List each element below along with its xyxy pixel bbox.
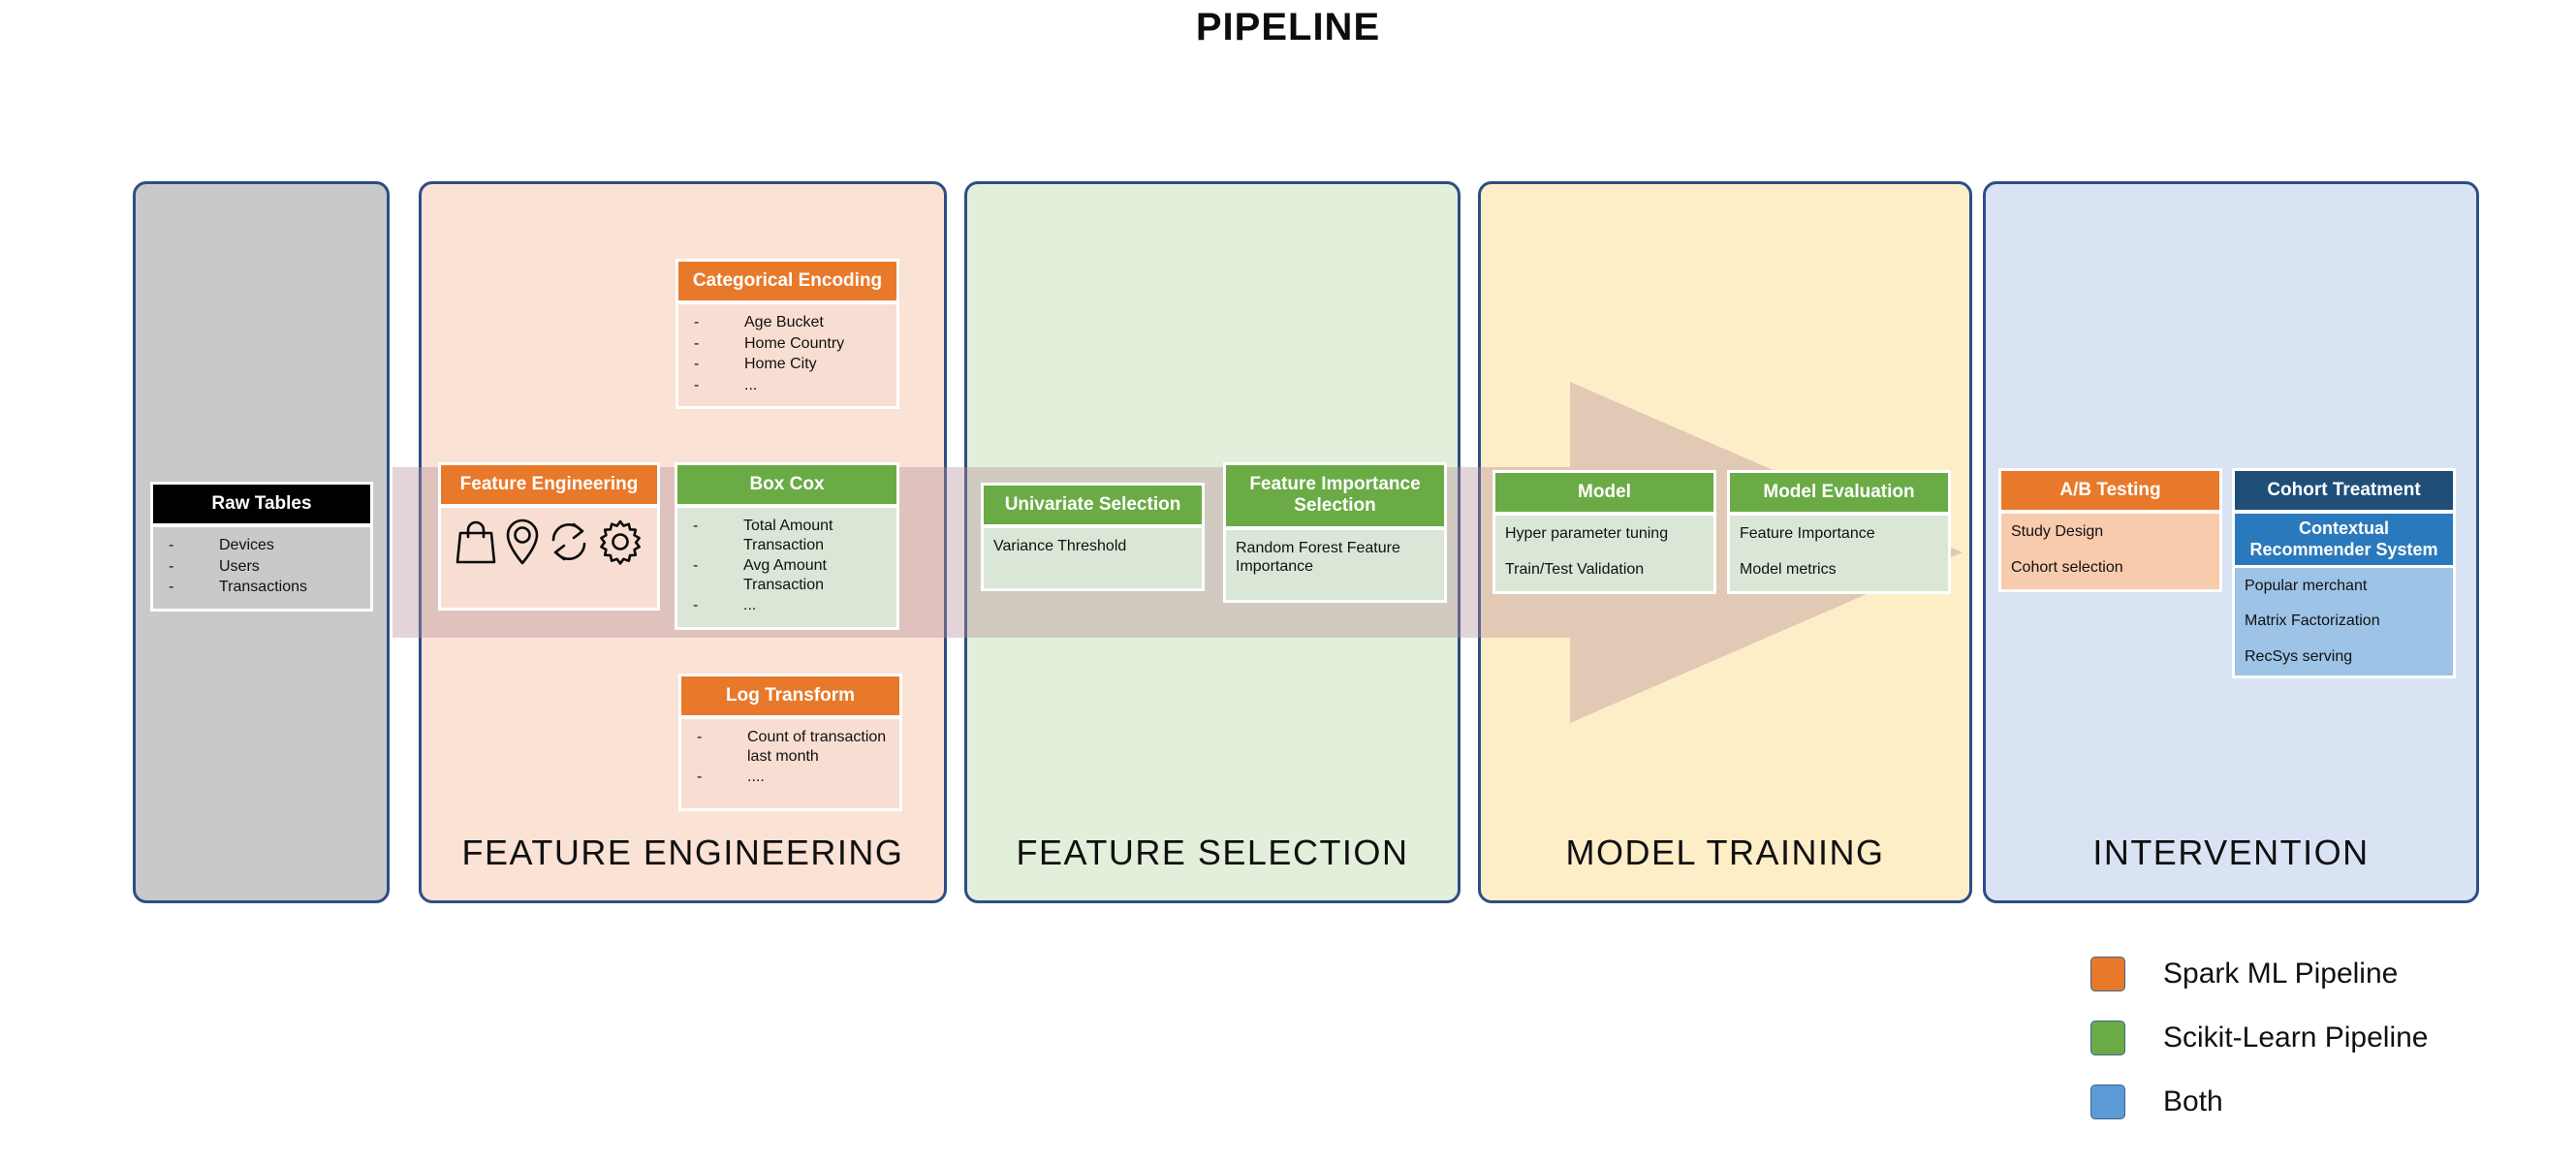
bullet-dash: - — [169, 557, 174, 575]
card-raw-tables-header: Raw Tables — [153, 485, 370, 524]
list-item: Popular merchant — [2245, 577, 2368, 594]
bullet-dash: - — [169, 579, 174, 596]
shopping-bag-icon — [455, 519, 497, 565]
list-item: -Count of transaction last month — [691, 728, 890, 766]
legend-label: Scikit-Learn Pipeline — [2163, 1022, 2429, 1053]
card-cohort-treatment: Cohort Treatment Contextual Recommender … — [2232, 468, 2456, 679]
stage-label-feature-selection: FEATURE SELECTION — [1016, 833, 1409, 872]
bullet-dash: - — [694, 314, 700, 331]
card-univariate-selection: Univariate Selection Variance Threshold — [981, 483, 1205, 592]
legend-label: Spark ML Pipeline — [2163, 958, 2399, 990]
card-raw-tables: Raw Tables -Devices -Users -Transactions — [150, 482, 373, 612]
legend: Spark ML Pipeline Scikit-Learn Pipeline … — [2090, 942, 2428, 1134]
bullet-dash: - — [693, 518, 699, 535]
card-categorical-encoding-header: Categorical Encoding — [678, 262, 896, 301]
card-ab-testing-list: Study Design Cohort selection — [2011, 522, 2210, 577]
legend-item-scikit-learn: Scikit-Learn Pipeline — [2090, 1006, 2428, 1070]
card-feature-importance-selection-header: Feature Importance Selection — [1226, 465, 1444, 526]
list-item: -Avg Amount Transaction — [687, 556, 887, 594]
card-feature-importance-selection: Feature Importance Selection Random Fore… — [1223, 462, 1447, 603]
bullet-dash: - — [693, 597, 699, 614]
bullet-dash: - — [697, 729, 703, 746]
stage-label-feature-engineering: FEATURE ENGINEERING — [461, 833, 904, 872]
card-cohort-treatment-list: Popular merchant Matrix Factorization Re… — [2245, 577, 2443, 667]
card-categorical-encoding: Categorical Encoding -Age Bucket -Home C… — [675, 259, 899, 410]
feature-engineering-icon-strip — [441, 508, 657, 580]
list-item: Study Design — [2011, 523, 2104, 541]
legend-swatch-blue — [2090, 1084, 2125, 1119]
bullet-dash: - — [694, 376, 700, 393]
page-title: PIPELINE — [1195, 6, 1381, 48]
list-item: Variance Threshold — [993, 538, 1127, 555]
list-item: -Age Bucket — [688, 313, 887, 332]
card-cohort-treatment-header: Cohort Treatment — [2235, 471, 2453, 511]
bullet-dash: - — [169, 537, 174, 554]
card-ab-testing-header: A/B Testing — [2001, 471, 2219, 511]
card-univariate-selection-list: Variance Threshold — [993, 537, 1192, 556]
card-raw-tables-list: -Devices -Users -Transactions — [163, 536, 361, 597]
bullet-dash: - — [693, 557, 699, 575]
list-item: Feature Importance — [1740, 525, 1875, 543]
gear-icon — [597, 519, 644, 566]
list-item: -Transactions — [163, 578, 361, 597]
list-item: RecSys serving — [2245, 647, 2353, 665]
stage-label-intervention: INTERVENTION — [2092, 833, 2370, 872]
list-item: Random Forest Feature Importance — [1236, 539, 1400, 576]
list-item: -Total Amount Transaction — [687, 517, 887, 554]
stage-label-model-training: MODEL TRAINING — [1565, 833, 1885, 872]
list-item: -Home Country — [688, 334, 887, 354]
card-cohort-treatment-subheader: Contextual Recommender System — [2235, 514, 2453, 565]
card-model-evaluation: Model Evaluation Feature Importance Mode… — [1727, 470, 1951, 595]
location-pin-icon — [503, 518, 542, 566]
list-item: Train/Test Validation — [1505, 560, 1645, 578]
list-item: Hyper parameter tuning — [1505, 525, 1669, 543]
card-model: Model Hyper parameter tuning Train/Test … — [1492, 470, 1716, 595]
list-item: -.... — [691, 768, 890, 787]
card-categorical-encoding-list: -Age Bucket -Home Country -Home City -..… — [688, 313, 887, 394]
legend-item-both: Both — [2090, 1070, 2428, 1134]
list-item: Matrix Factorization — [2245, 613, 2380, 630]
card-model-list: Hyper parameter tuning Train/Test Valida… — [1505, 524, 1704, 579]
card-log-transform-header: Log Transform — [681, 676, 899, 716]
bullet-dash: - — [697, 769, 703, 786]
card-box-cox-list: -Total Amount Transaction -Avg Amount Tr… — [687, 517, 887, 615]
list-item: -... — [687, 596, 887, 615]
list-item: Model metrics — [1740, 560, 1837, 578]
list-item: Cohort selection — [2011, 558, 2123, 576]
card-model-header: Model — [1495, 473, 1713, 513]
card-log-transform-list: -Count of transaction last month -.... — [691, 728, 890, 787]
bullet-dash: - — [694, 334, 700, 352]
card-model-evaluation-list: Feature Importance Model metrics — [1740, 524, 1938, 579]
bullet-dash: - — [694, 356, 700, 373]
card-box-cox: Box Cox -Total Amount Transaction -Avg A… — [675, 462, 899, 630]
legend-label: Both — [2163, 1085, 2223, 1117]
list-item: -Users — [163, 557, 361, 577]
card-feature-engineering: Feature Engineering — [438, 462, 660, 612]
card-log-transform: Log Transform -Count of transaction last… — [678, 674, 902, 812]
list-item: -Home City — [688, 355, 887, 374]
list-item: -Devices — [163, 536, 361, 555]
card-model-evaluation-header: Model Evaluation — [1730, 473, 1948, 513]
legend-swatch-orange — [2090, 957, 2125, 991]
card-feature-engineering-header: Feature Engineering — [441, 465, 657, 505]
list-item: -... — [688, 376, 887, 395]
legend-swatch-green — [2090, 1021, 2125, 1055]
legend-item-spark-ml: Spark ML Pipeline — [2090, 942, 2428, 1006]
card-ab-testing: A/B Testing Study Design Cohort selectio… — [1998, 468, 2222, 593]
card-feature-importance-selection-list: Random Forest Feature Importance — [1236, 539, 1434, 577]
sync-arrows-icon — [547, 520, 591, 563]
card-box-cox-header: Box Cox — [677, 465, 896, 505]
card-univariate-selection-header: Univariate Selection — [984, 486, 1202, 525]
